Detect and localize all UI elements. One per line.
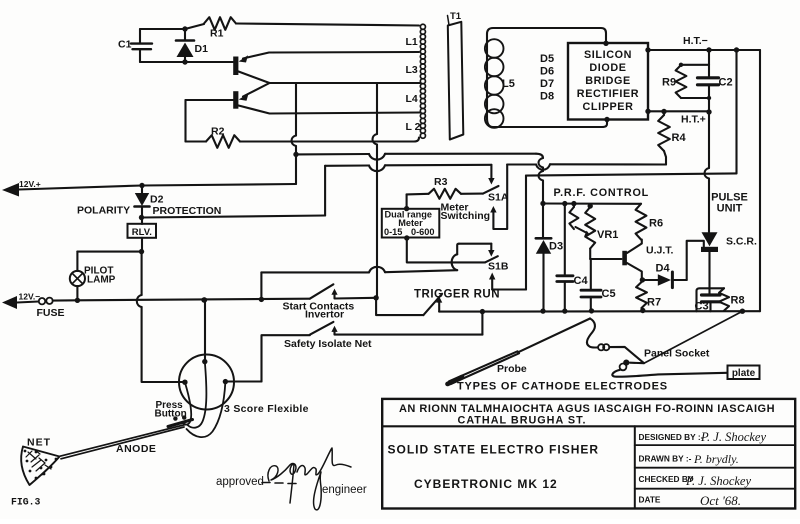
svg-text:U.J.T.: U.J.T. bbox=[646, 245, 674, 257]
svg-text:PILOT: PILOT bbox=[84, 266, 113, 277]
svg-text:R2: R2 bbox=[211, 126, 225, 138]
svg-text:D1: D1 bbox=[195, 43, 209, 55]
svg-text:RECTIFIER: RECTIFIER bbox=[577, 88, 639, 100]
svg-text:Safety Isolate Net: Safety Isolate Net bbox=[284, 338, 372, 350]
svg-text:L5: L5 bbox=[502, 78, 515, 90]
svg-text:C3: C3 bbox=[695, 301, 709, 313]
svg-text:POLARITY: POLARITY bbox=[77, 205, 130, 217]
svg-text:VR1: VR1 bbox=[597, 229, 618, 241]
svg-text:NET: NET bbox=[27, 437, 51, 449]
svg-text:R9: R9 bbox=[662, 77, 676, 89]
svg-text:0-15: 0-15 bbox=[384, 227, 402, 237]
svg-text:D5: D5 bbox=[540, 53, 554, 65]
svg-text:0-600: 0-600 bbox=[411, 227, 435, 237]
svg-text:TYPES OF CATHODE ELECTRODES: TYPES OF CATHODE ELECTRODES bbox=[457, 381, 668, 393]
svg-text:DESIGNED BY :-: DESIGNED BY :- bbox=[639, 432, 704, 442]
svg-text:R4: R4 bbox=[672, 132, 687, 144]
svg-text:Invertor: Invertor bbox=[305, 308, 344, 320]
svg-text:Meter: Meter bbox=[398, 218, 423, 228]
svg-text:Button: Button bbox=[155, 409, 187, 420]
svg-text:C5: C5 bbox=[602, 288, 616, 300]
svg-text:L3: L3 bbox=[406, 64, 418, 76]
svg-text:S.C.R.: S.C.R. bbox=[726, 236, 757, 248]
svg-text:R3: R3 bbox=[434, 176, 448, 188]
svg-text:C4: C4 bbox=[574, 275, 589, 287]
svg-text:Start Contacts: Start Contacts bbox=[283, 301, 355, 313]
svg-text:R8: R8 bbox=[731, 295, 745, 307]
svg-text:D3: D3 bbox=[549, 241, 563, 253]
svg-text:SOLID STATE ELECTRO FISHER: SOLID STATE ELECTRO FISHER bbox=[388, 443, 600, 457]
svg-text:UNIT: UNIT bbox=[717, 203, 743, 215]
svg-text:CYBERTRONIC MK 12: CYBERTRONIC MK 12 bbox=[414, 477, 558, 491]
svg-text:CHECKED BY: CHECKED BY bbox=[639, 474, 694, 484]
svg-text:SILICON: SILICON bbox=[584, 49, 632, 61]
svg-text:D7: D7 bbox=[540, 78, 554, 90]
svg-text:ANODE: ANODE bbox=[116, 443, 156, 455]
svg-text:DATE: DATE bbox=[639, 495, 661, 505]
svg-text:D6: D6 bbox=[540, 66, 554, 78]
svg-text:CATHAL BRUGHA ST.: CATHAL BRUGHA ST. bbox=[458, 415, 587, 427]
svg-text:P. J. Shockey: P. J. Shockey bbox=[700, 430, 766, 444]
svg-text:D8: D8 bbox=[540, 91, 554, 103]
svg-text:LAMP: LAMP bbox=[87, 274, 116, 285]
svg-text:S1A: S1A bbox=[488, 192, 509, 204]
svg-text:C2: C2 bbox=[719, 77, 733, 89]
svg-text:P. J. Shockey: P. J. Shockey bbox=[685, 474, 751, 488]
svg-text:TRIGGER RUN: TRIGGER RUN bbox=[414, 289, 500, 301]
svg-text:R7: R7 bbox=[647, 297, 661, 309]
svg-text:PULSE: PULSE bbox=[711, 192, 748, 204]
svg-text:Meter: Meter bbox=[441, 201, 469, 213]
svg-text:Panel Socket: Panel Socket bbox=[644, 348, 710, 360]
svg-text:AN RIONN TALMHAIOCHTA AGUS IAS: AN RIONN TALMHAIOCHTA AGUS IASCAIGH FO-R… bbox=[399, 403, 775, 415]
svg-text:engineer: engineer bbox=[322, 484, 367, 496]
svg-text:12V.−: 12V.− bbox=[19, 292, 41, 302]
svg-text:P.R.F. CONTROL: P.R.F. CONTROL bbox=[554, 187, 650, 199]
svg-text:Switching: Switching bbox=[441, 210, 491, 222]
svg-text:R6: R6 bbox=[649, 218, 663, 230]
svg-text:DIODE: DIODE bbox=[589, 62, 626, 74]
svg-text:Probe: Probe bbox=[497, 363, 527, 375]
svg-text:FIG.3: FIG.3 bbox=[11, 497, 41, 508]
svg-text:L4: L4 bbox=[406, 93, 418, 105]
svg-text:3 Score Flexible: 3 Score Flexible bbox=[224, 403, 309, 415]
svg-text:L1: L1 bbox=[406, 36, 418, 48]
svg-text:Dual range: Dual range bbox=[385, 210, 432, 220]
svg-text:C1: C1 bbox=[118, 39, 132, 51]
svg-text:H.T.+: H.T.+ bbox=[681, 114, 706, 126]
svg-text:P. brydly.: P. brydly. bbox=[693, 452, 739, 466]
svg-text:DRAWN BY :-: DRAWN BY :- bbox=[639, 454, 692, 464]
svg-text:FUSE: FUSE bbox=[37, 307, 65, 319]
svg-text:T1: T1 bbox=[450, 11, 462, 22]
svg-text:D4: D4 bbox=[656, 263, 671, 275]
svg-text:D2: D2 bbox=[150, 194, 164, 206]
svg-text:plate: plate bbox=[732, 368, 756, 379]
svg-text:H.T.−: H.T.− bbox=[683, 35, 708, 47]
svg-text:RLV.: RLV. bbox=[132, 227, 152, 238]
svg-text:12V.+: 12V.+ bbox=[19, 179, 41, 189]
svg-text:CLIPPER: CLIPPER bbox=[583, 101, 634, 113]
svg-text:L 2: L 2 bbox=[406, 121, 421, 133]
svg-text:S1B: S1B bbox=[488, 261, 509, 273]
svg-text:BRIDGE: BRIDGE bbox=[585, 75, 631, 87]
svg-text:approved: approved bbox=[216, 476, 264, 488]
svg-text:PROTECTION: PROTECTION bbox=[153, 205, 222, 217]
svg-text:R1: R1 bbox=[210, 28, 224, 40]
svg-text:Press: Press bbox=[156, 400, 184, 411]
svg-text:Oct '68.: Oct '68. bbox=[700, 493, 741, 508]
